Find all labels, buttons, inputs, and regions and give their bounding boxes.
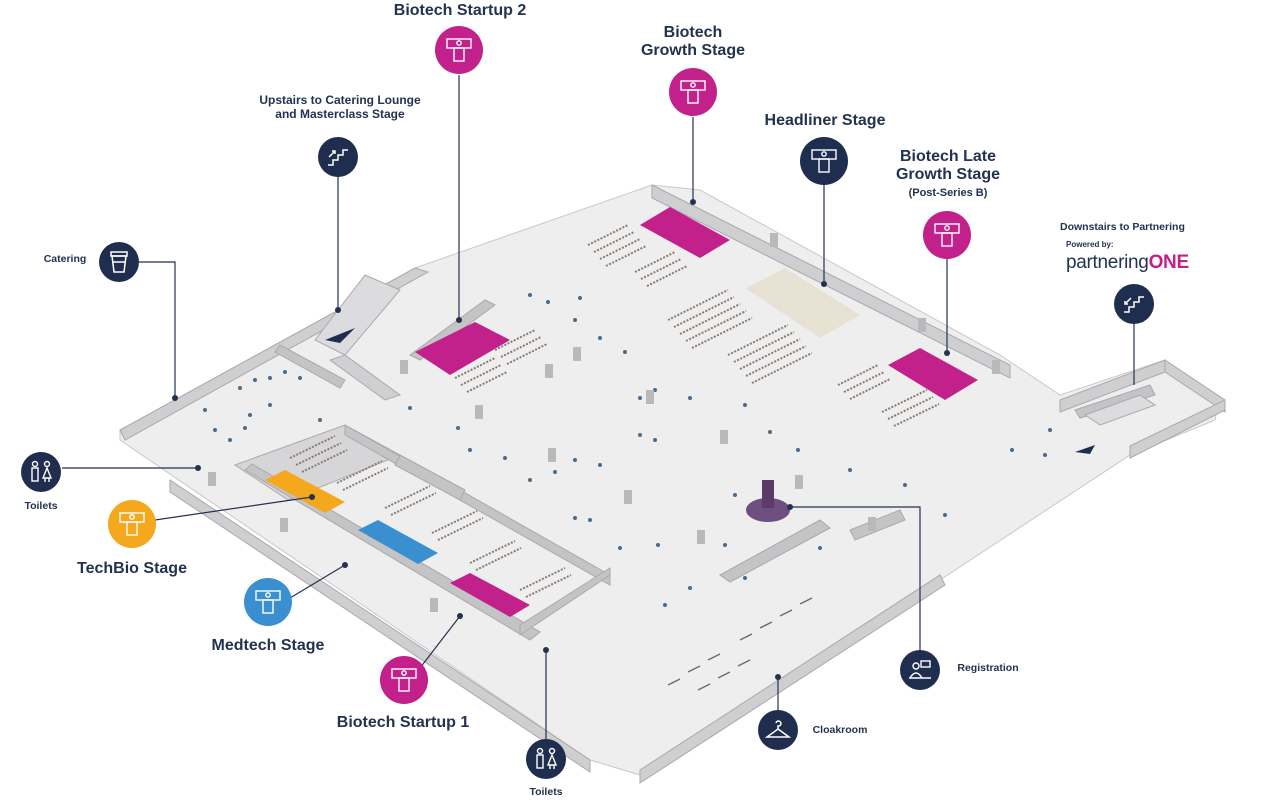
stage-podium-icon: [446, 38, 472, 62]
registration-desk: [746, 480, 790, 522]
toilets-icon: [536, 747, 558, 769]
partnering-one-logo: partneringONE: [1066, 252, 1189, 274]
rug-headliner-stage: [745, 268, 860, 338]
staircase-up: [314, 274, 402, 401]
label-cloakroom: Cloakroom: [812, 724, 868, 736]
pin-biotech-startup-1[interactable]: [380, 656, 428, 704]
rug-biotech-startup-1: [450, 573, 530, 617]
cloakroom-tables: [667, 597, 813, 691]
leader-dots: [172, 199, 950, 680]
rug-biotech-growth-stage: [640, 207, 730, 258]
label-biotech-growth-stage: Biotech Growth Stage: [613, 24, 773, 61]
rug-techbio-stage: [265, 470, 345, 513]
stairs-down-icon: [1124, 296, 1144, 313]
stage-podium-icon: [934, 223, 960, 247]
label-techbio-stage: TechBio Stage: [77, 560, 187, 577]
stairs-up-icon: [328, 149, 348, 166]
stage-podium-icon: [391, 668, 417, 692]
label-biotech-late-growth-stage: Biotech Late Growth Stage (Post-Series B…: [868, 148, 1028, 199]
coffee-cup-icon: [110, 251, 128, 273]
stage-podium-icon: [680, 80, 706, 104]
registration-desk-icon: [909, 660, 931, 679]
label-line: Biotech Late: [899, 148, 996, 165]
label-line: Biotech: [663, 24, 723, 41]
pin-techbio-stage[interactable]: [108, 500, 156, 548]
pin-upstairs[interactable]: [318, 137, 358, 177]
label-registration: Registration: [957, 662, 1019, 674]
label-line: Growth Stage: [895, 166, 1000, 184]
label-line: Growth Stage: [640, 42, 745, 60]
rug-biotech-late-growth-stage: [888, 348, 978, 400]
label-line: Upstairs to Catering Lounge: [259, 93, 421, 107]
rug-medtech-stage: [358, 520, 438, 564]
stage-podium-icon: [119, 512, 145, 536]
pin-biotech-growth-stage[interactable]: [669, 68, 717, 116]
label-toilets-left: Toilets: [24, 500, 58, 512]
label-line: and Masterclass Stage: [275, 106, 405, 121]
label-sublabel: (Post-Series B): [908, 186, 988, 199]
pin-medtech-stage[interactable]: [244, 578, 292, 626]
label-catering: Catering: [43, 253, 87, 265]
pin-biotech-startup-2[interactable]: [435, 26, 483, 74]
pin-downstairs[interactable]: [1114, 284, 1154, 324]
rug-biotech-startup-2: [415, 322, 510, 375]
stage-podium-icon: [255, 590, 281, 614]
label-powered-by: Powered by:: [1066, 240, 1114, 249]
leader-lines: [62, 75, 1135, 740]
label-headliner-stage: Headliner Stage: [764, 112, 886, 129]
label-upstairs: Upstairs to Catering Lounge and Mastercl…: [240, 93, 440, 122]
label-downstairs: Downstairs to Partnering: [1060, 221, 1185, 233]
pin-registration[interactable]: [900, 650, 940, 690]
staircase-down: [1075, 394, 1157, 454]
label-toilets-bottom: Toilets: [529, 786, 563, 798]
hanger-icon: [764, 720, 792, 738]
brand-accent: ONE: [1148, 252, 1190, 273]
pin-headliner-stage[interactable]: [800, 137, 848, 185]
pin-toilets-bottom[interactable]: [526, 739, 566, 779]
toilets-icon: [31, 460, 53, 482]
label-biotech-startup-2: Biotech Startup 2: [393, 2, 527, 19]
seating-blocks: [289, 224, 940, 598]
label-biotech-startup-1: Biotech Startup 1: [336, 714, 470, 731]
pin-cloakroom[interactable]: [758, 710, 798, 750]
pin-catering[interactable]: [99, 242, 139, 282]
label-medtech-stage: Medtech Stage: [211, 637, 325, 654]
pin-toilets-left[interactable]: [21, 452, 61, 492]
stage-podium-icon: [811, 149, 837, 173]
brand-main: partnering: [1066, 252, 1149, 273]
pin-biotech-late-growth-stage[interactable]: [923, 211, 971, 259]
stage-rugs: [265, 207, 978, 617]
pillars: [208, 233, 1000, 612]
